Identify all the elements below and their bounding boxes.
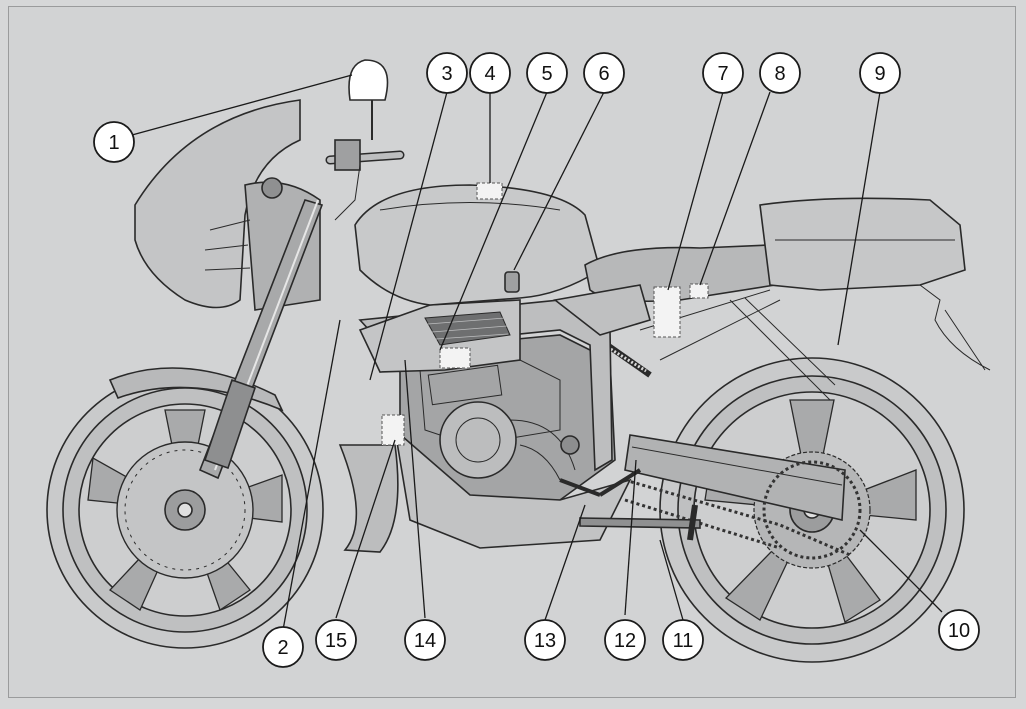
callout-3-label: 3 [441,63,452,85]
callout-2: 2 [262,626,304,668]
drive-chain [624,460,862,560]
callout-2-label: 2 [277,637,288,659]
front-forks [198,199,324,480]
callout-11-label: 11 [673,630,694,652]
mirror [348,59,389,140]
leader-lines [131,74,943,631]
callout-9: 9 [859,52,901,94]
handlebar [325,139,405,221]
frame [358,299,613,472]
callout-14-label: 14 [414,630,436,652]
callout-13-label: 13 [534,630,556,652]
belly-pan [338,427,632,553]
callout-5: 5 [526,52,568,94]
callout-1-label: 1 [108,132,119,154]
footpeg [559,468,642,497]
callout-7-label: 7 [717,63,728,85]
callout-3: 3 [426,52,468,94]
callout-10-label: 10 [948,620,970,642]
callout-4-label: 4 [484,63,495,85]
callout-13: 13 [524,619,566,661]
callout-8: 8 [759,52,801,94]
callout-12: 12 [604,619,646,661]
side-stand [579,504,701,541]
callout-5-label: 5 [541,63,552,85]
front-wheel [46,367,324,649]
callout-6: 6 [583,52,625,94]
callout-14: 14 [404,619,446,661]
tail-section [553,197,991,371]
callout-4: 4 [469,52,511,94]
callout-12-label: 12 [614,630,636,652]
callout-10: 10 [938,609,980,651]
callout-9-label: 9 [874,63,885,85]
callout-15-label: 15 [325,630,347,652]
fuel-tank [354,184,601,306]
callout-15: 15 [315,619,357,661]
callout-6-label: 6 [598,63,609,85]
engine [399,334,616,506]
label-stickers [381,182,709,446]
callout-1: 1 [93,121,135,163]
callout-7: 7 [702,52,744,94]
swingarm [624,434,846,521]
callout-8-label: 8 [774,63,785,85]
callout-11: 11 [662,619,704,661]
